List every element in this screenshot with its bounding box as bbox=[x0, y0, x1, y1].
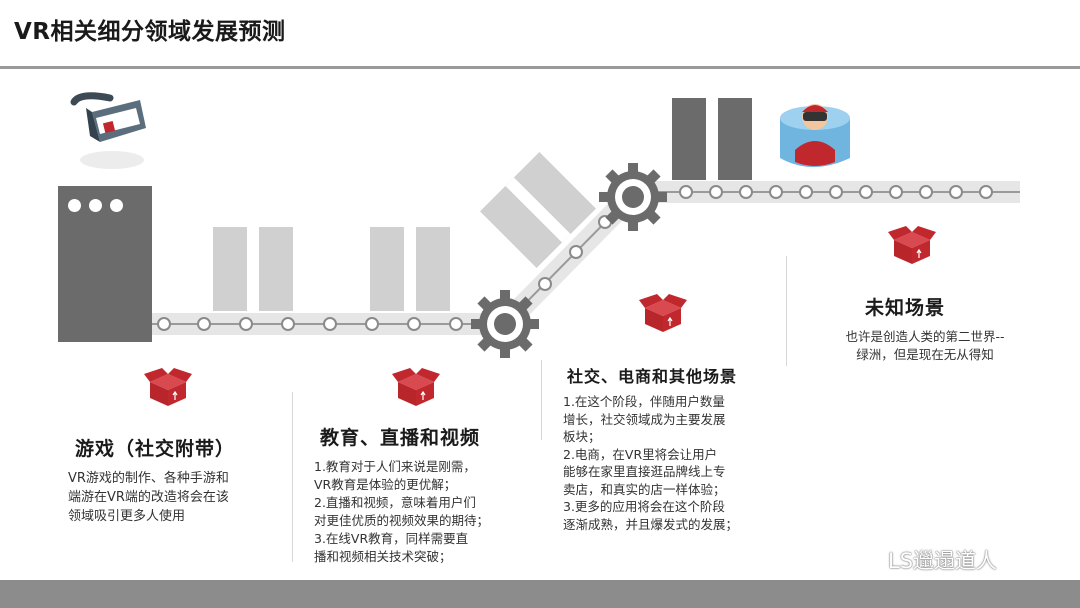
vr-headset-icon bbox=[70, 92, 146, 169]
watermark-text: LS邋遢道人 bbox=[888, 549, 998, 573]
footer-bar bbox=[0, 580, 1080, 608]
body-line: 端游在VR端的改造将会在该 bbox=[68, 490, 229, 505]
body-line: 1.在这个阶段，伴随用户数量 bbox=[563, 394, 725, 409]
body-line: 3.在线VR教育，同样需要直 bbox=[314, 531, 469, 546]
open-box-icon-3 bbox=[638, 293, 688, 333]
machine-block bbox=[58, 186, 152, 342]
machine-lights bbox=[68, 199, 123, 212]
section-heading-unknown: 未知场景 bbox=[865, 297, 946, 319]
page-title: VR相关细分领域发展预测 bbox=[14, 19, 286, 45]
body-line: 也许是创造人类的第二世界-- bbox=[845, 329, 1005, 344]
body-line: 逐渐成熟，并且爆发式的发展； bbox=[563, 516, 739, 532]
open-box-icon-1 bbox=[143, 367, 193, 407]
section-divider bbox=[292, 392, 293, 562]
body-line: 卖店，和真实的店一样体验； bbox=[563, 481, 726, 497]
gear-icon-upper bbox=[599, 163, 667, 231]
section-divider bbox=[541, 360, 542, 440]
machine-light bbox=[110, 199, 123, 212]
body-line: 1.教育对于人们来说是刚需， bbox=[314, 459, 476, 474]
section-body-unknown: 也许是创造人类的第二世界-- 绿洲，但是现在无从得知 bbox=[800, 328, 1050, 364]
gear-icon-lower bbox=[471, 290, 539, 358]
wechat-icon bbox=[849, 547, 881, 572]
body-line: VR游戏的制作、各种手游和 bbox=[68, 471, 229, 486]
body-line: 绿洲，但是现在无从得知 bbox=[856, 347, 994, 362]
body-line: 板块； bbox=[563, 429, 601, 444]
section-divider bbox=[786, 256, 787, 366]
body-line: 领域吸引更多人使用 bbox=[68, 509, 186, 524]
box-3 bbox=[480, 152, 596, 268]
body-line: 播和视频相关技术突破； bbox=[314, 549, 452, 564]
box-4 bbox=[672, 98, 752, 180]
body-line: 对更佳优质的视频效果的期待； bbox=[314, 513, 490, 528]
body-line: 增长，社交领域成为主要发展 bbox=[563, 411, 726, 427]
body-line: 2.直播和视频，意味着用户们 bbox=[314, 495, 476, 510]
vr-person-icon bbox=[780, 104, 850, 167]
machine-light bbox=[89, 199, 102, 212]
title-divider bbox=[0, 66, 1080, 69]
open-box-icon-4 bbox=[887, 225, 937, 265]
box-1 bbox=[213, 227, 293, 311]
body-line: 3.更多的应用将会在这个阶段 bbox=[563, 499, 725, 514]
section-heading-games: 游戏（社交附带） bbox=[75, 438, 236, 460]
section-heading-social-commerce: 社交、电商和其他场景 bbox=[567, 367, 738, 386]
section-body-social-commerce: 1.在这个阶段，伴随用户数量 增长，社交领域成为主要发展 板块； 2.电商，在V… bbox=[563, 393, 793, 533]
open-box-icon-2 bbox=[391, 367, 441, 407]
body-line: 能够在家里直接逛品牌线上专 bbox=[563, 464, 726, 479]
section-body-games: VR游戏的制作、各种手游和 端游在VR端的改造将会在该 领域吸引更多人使用 bbox=[68, 469, 268, 526]
section-heading-education: 教育、直播和视频 bbox=[320, 427, 481, 449]
watermark: LS邋遢道人 bbox=[848, 545, 997, 575]
body-line: 2.电商，在VR里将会让用户 bbox=[563, 446, 718, 462]
box-2 bbox=[370, 227, 450, 311]
machine-light bbox=[68, 199, 81, 212]
body-line: VR教育是体验的更优解； bbox=[314, 477, 457, 492]
section-body-education: 1.教育对于人们来说是刚需， VR教育是体验的更优解； 2.直播和视频，意味着用… bbox=[314, 458, 544, 566]
